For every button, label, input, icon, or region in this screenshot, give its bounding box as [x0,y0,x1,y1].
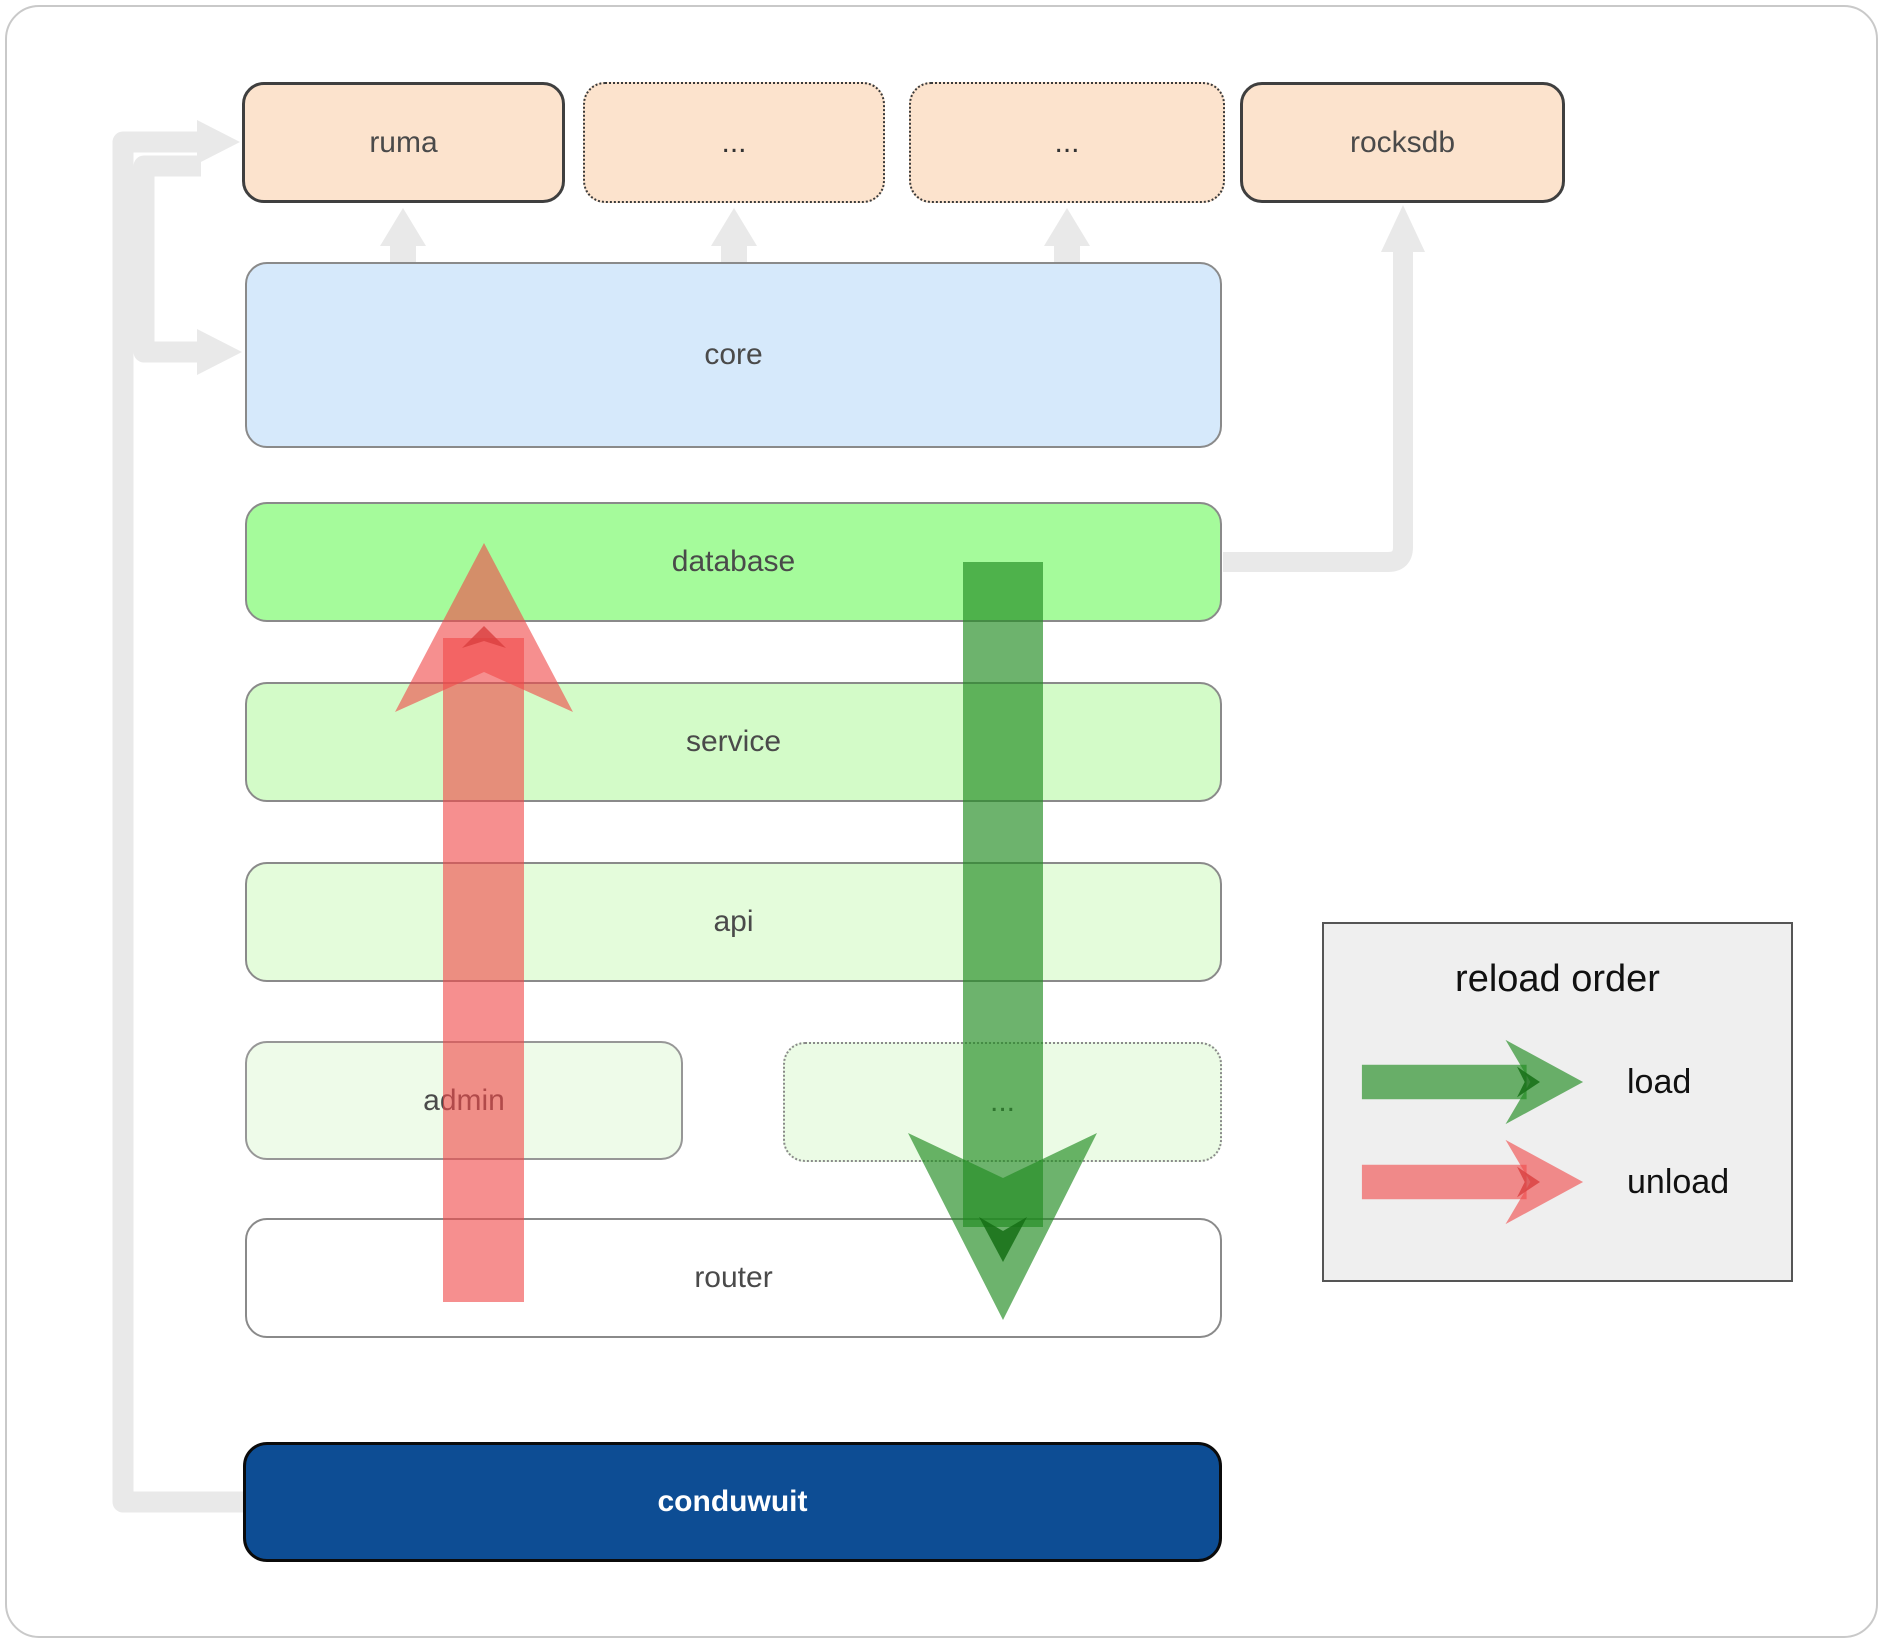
node-ruma-label: ruma [369,125,438,159]
node-ruma: ruma [242,82,565,203]
node-service-label: service [685,725,782,758]
edge-database-rocksdb [1223,248,1413,572]
node-rocksdb: rocksdb [1240,82,1565,203]
edge-conduwuit-ruma [112,131,244,1513]
node-core: core [245,262,1222,448]
arrowhead-core-dep1-icon [711,208,757,246]
legend-title: reload order [1455,958,1660,1000]
node-dependency-more-2: ... [909,82,1225,203]
arrowhead-core-dep2-icon [1044,208,1090,246]
edge-core-dep1 [721,244,747,263]
load-arrow-head [908,1133,1097,1320]
node-router-label: router [694,1261,773,1294]
node-core-label: core [704,338,763,371]
legend-unload-arrow-icon [1361,1139,1584,1225]
arrowhead-into-ruma-icon [197,120,240,164]
node-api: api [245,862,1222,982]
legend-row-load: load [1360,1036,1691,1128]
arrowhead-into-rocksdb-icon [1381,205,1425,252]
legend-row-unload: unload [1360,1136,1729,1228]
node-router: router [245,1218,1222,1338]
arrowhead-core-ruma-icon [380,208,426,246]
unload-arrow-icon [395,543,573,1302]
edge-core-dep2 [1054,244,1080,263]
node-rocksdb-label: rocksdb [1349,125,1456,159]
legend-unload-label: unload [1627,1162,1730,1201]
node-conduwuit: conduwuit [243,1442,1222,1562]
unload-arrow-marker [462,626,506,648]
legend-reload-order: reload order load unload [1322,922,1793,1282]
load-arrow-icon [908,562,1097,1320]
edge-conduwuit-core [133,155,201,363]
node-dependency-more-1: ... [583,82,885,203]
edge-core-ruma [390,244,416,263]
legend-load-arrow-icon [1361,1039,1584,1125]
node-conduwuit-label: conduwuit [657,1485,808,1518]
node-database: database [245,502,1222,622]
unload-arrow-shaft [443,638,524,1302]
node-api-label: api [713,905,754,938]
node-dependency-more-1-label: ... [721,125,747,159]
load-arrow-shaft [963,562,1043,1227]
legend-load-label: load [1627,1062,1692,1101]
load-arrow-marker [979,1217,1027,1262]
node-database-label: database [671,545,796,578]
arrowhead-into-core-icon [197,329,242,375]
node-dependency-more-2-label: ... [1054,125,1080,159]
